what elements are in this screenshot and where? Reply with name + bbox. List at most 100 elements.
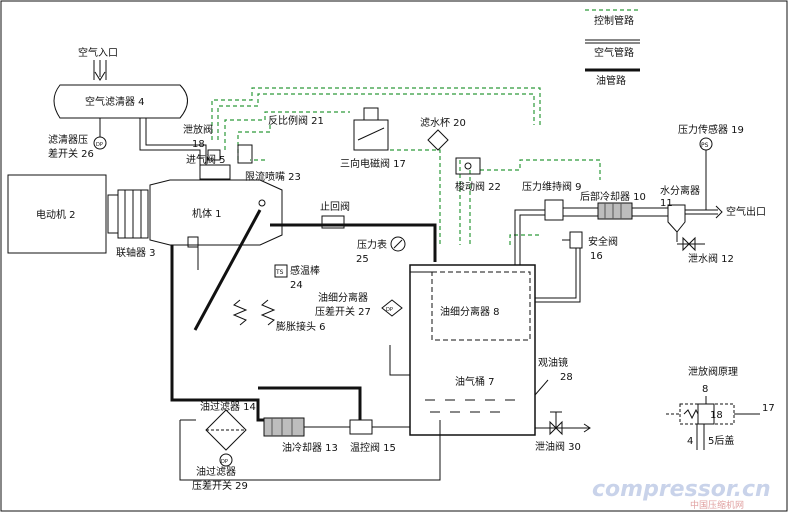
- oil-tank-body: [409, 264, 536, 436]
- oil-filter-dp-label-2: 压差开关 29: [192, 479, 248, 492]
- three-way-solenoid-valve: 三向电磁阀 17: [340, 107, 406, 170]
- watermark: compressor.cn 中国压缩机网: [592, 477, 771, 511]
- air-outlet-arrow: [715, 205, 723, 219]
- svg-text:TS: TS: [275, 269, 284, 276]
- machine-body: [149, 179, 283, 246]
- control-lines: [211, 87, 601, 245]
- proportional-valve-label: 反比例阀 21: [268, 114, 324, 127]
- oil-cooler: 油冷却器 13 温控阀 15: [263, 417, 410, 454]
- motor-body: [7, 174, 107, 254]
- drain-valve-label: 泄水阀 12: [688, 252, 734, 265]
- proportional-valve-icon: [237, 144, 253, 164]
- relief-principle-title: 泄放阀原理: [688, 365, 738, 378]
- svg-text:17: 17: [762, 403, 775, 414]
- svg-text:PS: PS: [701, 142, 709, 149]
- aftercooler-icon: [597, 202, 633, 220]
- check-valve-label: 止回阀: [320, 200, 350, 213]
- safety-valve: 安全阀 16: [535, 231, 618, 303]
- watermark-site: 中国压缩机网: [690, 499, 744, 511]
- intake-assembly: 泄放阀 18 进气阀 5 反比例阀 21 限流喷嘴 23: [183, 114, 324, 183]
- sight-glass: 观油镜 28: [534, 356, 573, 396]
- expansion-joint-label: 膨胀接头 6: [276, 320, 326, 333]
- shuttle-valve-label: 梭动阀 22: [455, 180, 501, 193]
- legend-control-label: 控制管路: [594, 14, 634, 27]
- limit-nozzle-label: 限流喷嘴 23: [245, 170, 301, 183]
- temp-sensor-label: 感温棒: [290, 264, 320, 277]
- relief-valve-label: 泄放阀: [183, 123, 213, 136]
- drain-valve-icon: [682, 236, 696, 252]
- check-valve: 止回阀: [320, 200, 350, 229]
- water-cup: 滤水杯 20: [420, 116, 466, 151]
- three-way-valve-label: 三向电磁阀 17: [340, 157, 406, 170]
- legend: 控制管路 空气管路 油管路: [585, 9, 640, 87]
- shuttle-valve-icon: [455, 157, 481, 175]
- legend-oil-label: 油管路: [596, 74, 626, 87]
- pressure-sensor-icon: [699, 137, 713, 151]
- air-outlet-label: 空气出口: [726, 205, 766, 218]
- svg-text:18: 18: [710, 410, 723, 421]
- intake-valve-label: 进气阀 5: [186, 153, 226, 166]
- thermostat-valve-label: 温控阀 15: [350, 441, 396, 454]
- aftercooler-label: 后部冷却器 10: [580, 190, 646, 203]
- filter-dp-label-2: 差开关 26: [48, 147, 94, 160]
- oil-sep-dp-label-1: 油细分离器: [318, 291, 368, 304]
- oil-tank: 油细分离器 8 油气桶 7: [389, 264, 536, 436]
- temp-sensor-number: 24: [290, 280, 303, 291]
- oil-drain-valve: 泄油阀 30: [535, 411, 591, 453]
- oil-filter-label: 油过滤器 14: [200, 400, 256, 413]
- intake-valve-icon: [199, 164, 231, 180]
- oil-filter-dp-icon: [219, 453, 233, 467]
- oil-drain-label: 泄油阀 30: [535, 440, 581, 453]
- oil-separator-dp: 油细分离器 压差开关 27 DP: [315, 271, 432, 345]
- svg-text:DP: DP: [96, 142, 103, 148]
- water-cup-icon: [427, 129, 449, 151]
- oil-filter: 油过滤器 14 DP 油过滤器 压差开关 29: [192, 400, 256, 492]
- oil-cooler-label: 油冷却器 13: [282, 441, 338, 454]
- legend-air-label: 空气管路: [594, 46, 634, 59]
- air-outlet-path: 压力维持阀 9 后部冷却器 10 水分离器 11 空气出口 PS 压力传感器 1…: [514, 123, 766, 265]
- expansion-joints: 膨胀接头 6: [232, 299, 326, 333]
- oil-separator-label: 油细分离器 8: [440, 305, 500, 318]
- oil-sep-dp-label-2: 压差开关 27: [315, 305, 371, 318]
- machine-label: 机体 1: [192, 207, 222, 220]
- temperature-sensor: TS 感温棒 24: [274, 264, 320, 291]
- oil-lines: [170, 209, 441, 481]
- air-filter-body: [53, 84, 188, 119]
- thermostat-valve-icon: [349, 419, 373, 435]
- water-separator-number: 11: [660, 198, 673, 209]
- safety-valve-number: 16: [590, 251, 603, 262]
- oil-filter-dp-label-1: 油过滤器: [196, 465, 236, 478]
- pressure-gauge: 压力表 25: [356, 236, 406, 265]
- svg-text:8: 8: [702, 384, 708, 395]
- motor-coupling: 电动机 2 联轴器 3: [7, 174, 156, 259]
- coupling-label: 联轴器 3: [116, 246, 156, 259]
- air-filter-label: 空气滤清器 4: [85, 95, 145, 108]
- relief-principle-inset: 泄放阀原理 8 18 17 4 5后盖: [666, 365, 775, 450]
- pressure-gauge-icon: [390, 236, 406, 252]
- oil-cooler-icon: [263, 417, 305, 437]
- pressure-gauge-label: 压力表: [357, 238, 387, 251]
- svg-text:4: 4: [687, 436, 693, 447]
- pressure-gauge-number: 25: [356, 254, 369, 265]
- relief-valve-icon: [207, 149, 221, 161]
- air-inlet-label: 空气入口: [78, 46, 118, 59]
- oil-filter-icon: [205, 409, 247, 451]
- watermark-brand: compressor.cn: [592, 477, 771, 502]
- safety-valve-icon: [569, 231, 583, 249]
- oil-tank-label: 油气桶 7: [455, 375, 495, 388]
- svg-text:DP: DP: [221, 459, 228, 465]
- shuttle-valve: 梭动阀 22: [455, 157, 501, 193]
- safety-valve-label: 安全阀: [588, 235, 618, 248]
- oil-separator-element: [431, 271, 531, 341]
- pressure-sensor-label: 压力传感器 19: [678, 123, 744, 136]
- oil-level-marks: [425, 399, 515, 413]
- water-cup-label: 滤水杯 20: [420, 116, 466, 129]
- motor-label: 电动机 2: [36, 208, 76, 221]
- air-filter: 空气滤清器 4 DP 滤清器压 差开关 26: [48, 84, 207, 165]
- water-separator-icon: [667, 204, 686, 233]
- air-inlet-arrowhead: [94, 71, 106, 81]
- air-inlet: 空气入口: [78, 46, 118, 81]
- check-valve-icon: [321, 215, 345, 229]
